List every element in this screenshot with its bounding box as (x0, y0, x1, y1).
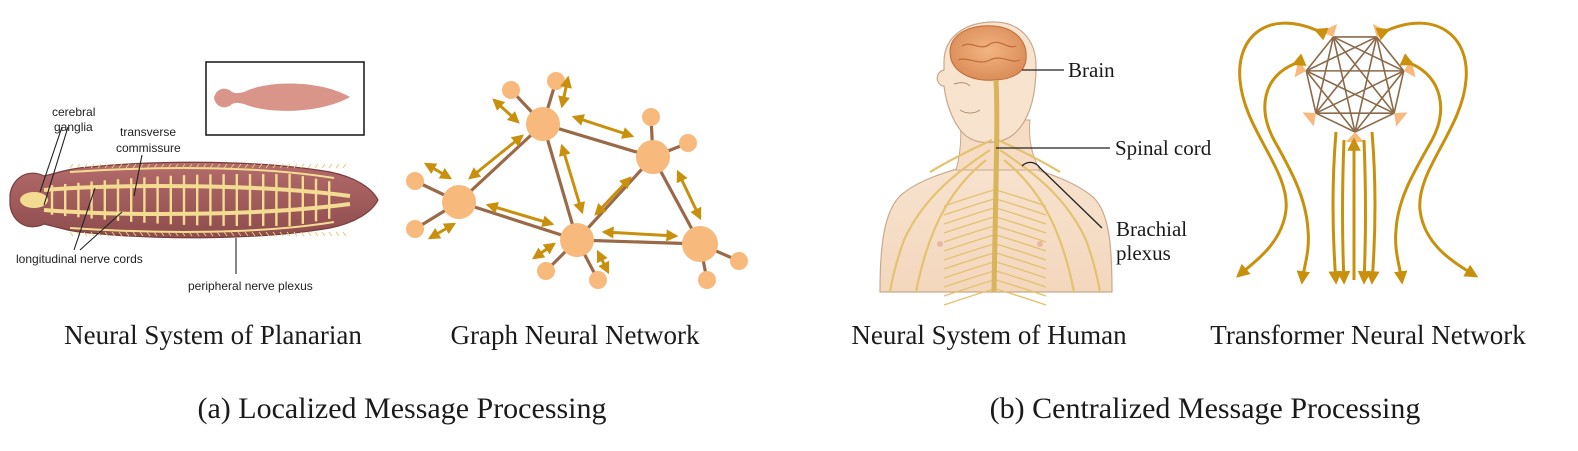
transformer-token (1320, 24, 1338, 37)
label-transverse: transverse (120, 125, 176, 139)
gnn-leaf-node (537, 262, 555, 280)
label-brain: Brain (1068, 58, 1115, 82)
gnn-leaf-node (406, 172, 424, 190)
planarian-illustration: cerebral ganglia transverse commissure l… (9, 61, 379, 293)
graph-neural-network-diagram (406, 72, 748, 289)
gnn-leaf-node (406, 220, 424, 238)
transformer-token (1302, 112, 1316, 127)
label-spinal-cord: Spinal cord (1115, 136, 1212, 160)
gnn-leaf-node (679, 134, 697, 152)
gnn-node (636, 140, 670, 174)
planarian-body (9, 161, 379, 239)
gnn-node (560, 223, 594, 257)
label-ganglia: ganglia (54, 120, 93, 134)
transformer-tokens (1294, 24, 1416, 142)
human-brain (949, 25, 1027, 81)
label-longitudinal-nerve-cords: longitudinal nerve cords (16, 252, 143, 266)
caption-planarian: Neural System of Planarian (64, 320, 362, 350)
panel-a-caption: (a) Localized Message Processing (197, 392, 606, 425)
gnn-node (682, 226, 718, 262)
gnn-leaf-node (642, 108, 660, 126)
label-cerebral: cerebral (52, 105, 95, 119)
cerebral-ganglia-shape (20, 192, 48, 208)
label-brachial: Brachial (1116, 217, 1187, 241)
transformer-token (1394, 112, 1408, 127)
caption-transformer-neural-network: Transformer Neural Network (1210, 320, 1526, 350)
transformer-edges (1305, 36, 1405, 133)
planarian-nerve-ladder (43, 163, 351, 237)
gnn-leaf-node (589, 271, 607, 289)
gnn-message-arrows (423, 75, 702, 275)
label-commissure: commissure (116, 141, 181, 155)
spinal-cord-shape (991, 79, 1000, 293)
transformer-token (1403, 59, 1416, 78)
gnn-leaf-node (730, 252, 748, 270)
gnn-leaf-node (547, 72, 565, 90)
transformer-neural-network-diagram (1235, 21, 1479, 285)
transformer-global-arrows (1235, 21, 1479, 285)
transformer-token (1372, 24, 1390, 37)
caption-human: Neural System of Human (851, 320, 1127, 350)
label-peripheral-nerve-plexus: peripheral nerve plexus (188, 279, 313, 293)
gnn-node (526, 107, 560, 141)
planarian-inset-body (214, 83, 350, 111)
human-nerves (888, 138, 1102, 306)
gnn-nodes (406, 72, 748, 289)
gnn-leaf-node (698, 271, 716, 289)
transformer-token (1294, 59, 1307, 78)
human-nervous-system-illustration: Brain Spinal cord Brachial plexus (879, 21, 1212, 306)
gnn-node (442, 185, 476, 219)
caption-graph-neural-network: Graph Neural Network (451, 320, 700, 350)
panel-b-caption: (b) Centralized Message Processing (990, 392, 1421, 425)
label-plexus: plexus (1116, 241, 1171, 265)
gnn-leaf-node (502, 81, 520, 99)
